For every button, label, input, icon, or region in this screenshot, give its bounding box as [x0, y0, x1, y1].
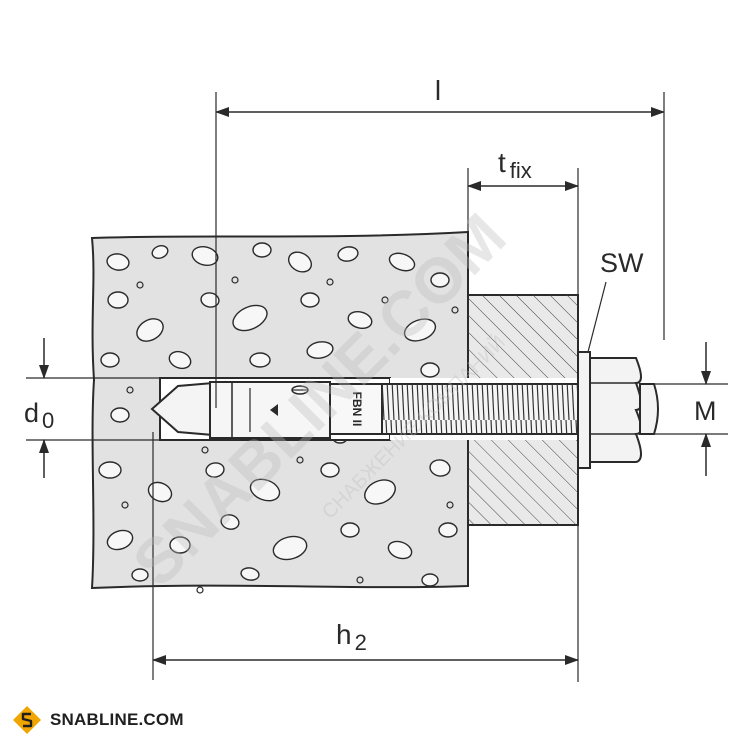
aggregate-stone — [287, 251, 313, 273]
aggregate-stone — [388, 252, 416, 272]
sleeve-tick-icon — [270, 404, 278, 416]
aggregate-stone — [340, 522, 360, 538]
aggregate-stone — [300, 292, 320, 308]
dimension-lines — [39, 107, 711, 665]
concrete-aggregate — [98, 242, 459, 594]
aggregate-stone — [240, 567, 260, 581]
aggregate-stone — [136, 318, 164, 342]
aggregate-stone — [107, 291, 129, 309]
aggregate-pebble — [296, 456, 304, 464]
washer — [577, 351, 591, 469]
label-d0-main: d — [24, 398, 39, 428]
threaded-rod-threads — [382, 384, 582, 434]
aggregate-stone — [337, 246, 359, 262]
label-sw: SW — [600, 248, 644, 278]
label-l: l — [435, 75, 441, 106]
aggregate-stone — [272, 535, 308, 561]
aggregate-stone — [429, 459, 451, 477]
aggregate-stone — [249, 478, 281, 502]
aggregate-stone — [100, 352, 120, 368]
label-m: M — [694, 396, 717, 426]
aggregate-stone — [98, 461, 122, 479]
aggregate-stone — [151, 245, 169, 259]
aggregate-pebble — [381, 296, 389, 304]
aggregate-pebble — [446, 501, 454, 509]
aggregate-stone — [106, 529, 134, 551]
label-d0-sub: 0 — [42, 408, 54, 433]
aggregate-pebble — [356, 576, 364, 584]
aggregate-pebble — [136, 281, 144, 289]
aggregate-stone — [232, 304, 268, 332]
snabline-logo-icon — [13, 706, 41, 734]
label-t-fix-main: t — [498, 147, 506, 178]
aggregate-pebble — [326, 278, 334, 286]
aggregate-stone — [320, 462, 340, 478]
aggregate-stone — [106, 253, 130, 271]
aggregate-stone — [249, 352, 271, 368]
aggregate-stone — [191, 245, 219, 267]
anchor-marking: FBN II — [350, 392, 364, 427]
aggregate-stone — [110, 407, 130, 423]
aggregate-stone — [168, 350, 192, 370]
aggregate-stone — [205, 462, 225, 478]
aggregate-stone — [387, 540, 413, 560]
aggregate-stone — [131, 568, 149, 582]
aggregate-stone — [364, 479, 396, 505]
aggregate-stone — [169, 536, 191, 554]
hex-nut — [589, 357, 642, 463]
aggregate-pebble — [121, 501, 129, 509]
label-t-fix-sub: fix — [510, 158, 532, 183]
rod-end — [639, 383, 659, 435]
aggregate-stone — [347, 310, 373, 330]
aggregate-stone — [252, 242, 272, 258]
aggregate-pebble — [231, 276, 239, 284]
aggregate-pebble — [196, 586, 204, 594]
brand-footer[interactable]: SNABLINE.COM — [12, 704, 184, 736]
aggregate-stone — [420, 362, 440, 378]
label-h2-main: h — [336, 619, 352, 650]
aggregate-stone — [220, 514, 240, 530]
aggregate-stone — [200, 292, 220, 308]
brand-name[interactable]: SNABLINE.COM — [50, 710, 184, 729]
aggregate-stone — [403, 318, 437, 342]
aggregate-stone — [147, 481, 173, 503]
aggregate-stone — [306, 341, 334, 359]
aggregate-stone — [438, 522, 458, 538]
label-h2-sub: 2 — [355, 630, 367, 655]
aggregate-stone — [430, 272, 450, 288]
aggregate-stone — [421, 573, 439, 587]
aggregate-pebble — [201, 446, 209, 454]
aggregate-pebble — [126, 386, 134, 394]
aggregate-pebble — [451, 306, 459, 314]
